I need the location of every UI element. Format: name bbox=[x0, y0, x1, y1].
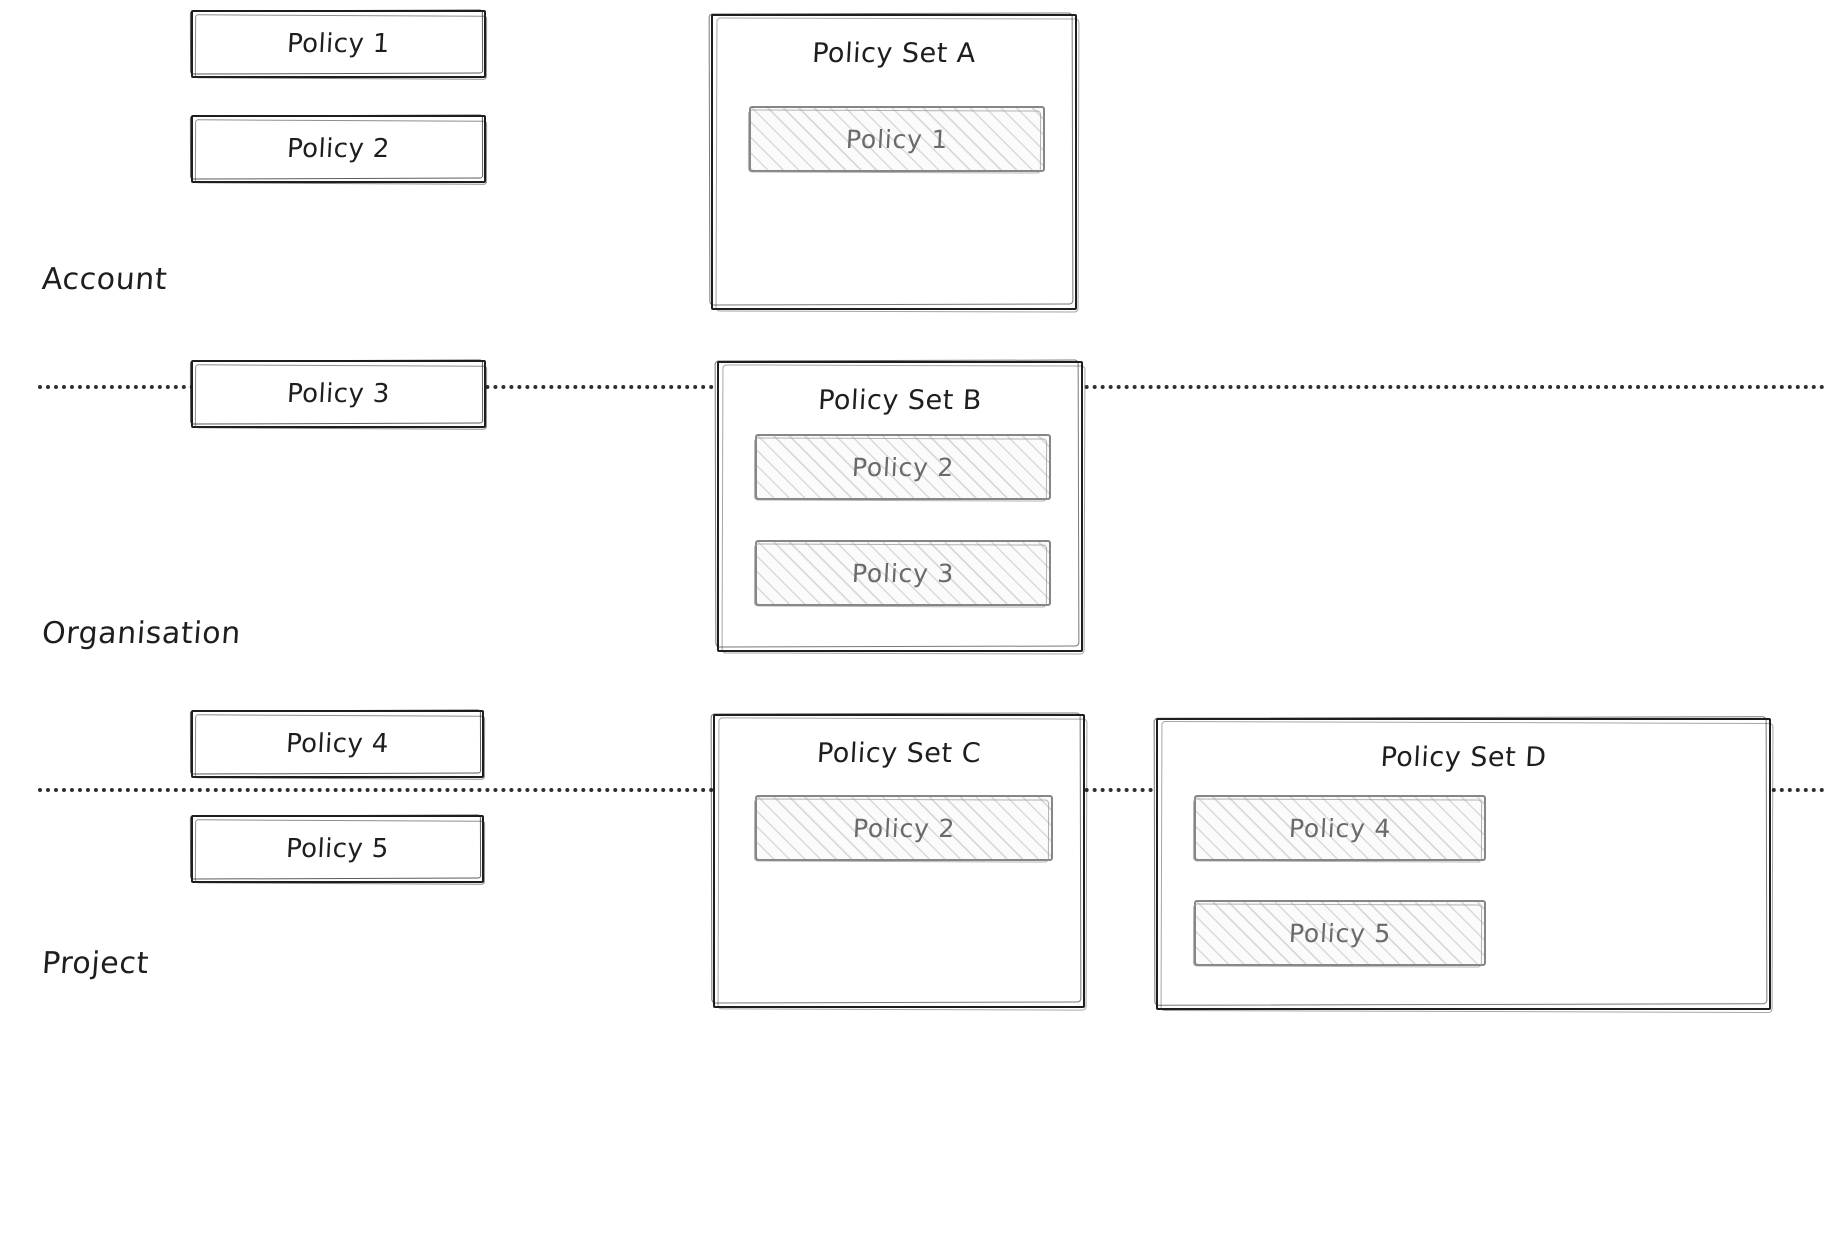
policy-set-title: Policy Set C bbox=[816, 738, 982, 769]
policy-box-policy-5[interactable]: Policy 5 bbox=[191, 815, 484, 883]
policy-chip-label: Policy 2 bbox=[852, 813, 956, 843]
policy-set-d[interactable]: Policy Set D Policy 4 Policy 5 bbox=[1156, 718, 1771, 1010]
policy-chip-label: Policy 2 bbox=[851, 452, 955, 482]
policy-chip-policy-5[interactable]: Policy 5 bbox=[1194, 900, 1486, 966]
policy-box-policy-1[interactable]: Policy 1 bbox=[191, 10, 486, 78]
policy-chip-policy-1[interactable]: Policy 1 bbox=[749, 106, 1045, 172]
policy-box-policy-4[interactable]: Policy 4 bbox=[191, 710, 484, 778]
policy-box-label: Policy 5 bbox=[285, 834, 390, 864]
policy-chip-policy-2[interactable]: Policy 2 bbox=[755, 434, 1051, 500]
policy-chip-policy-4[interactable]: Policy 4 bbox=[1194, 795, 1486, 861]
tier-label-account: Account bbox=[40, 262, 169, 297]
policy-set-title: Policy Set A bbox=[811, 38, 977, 69]
policy-chip-label: Policy 1 bbox=[845, 124, 949, 154]
policy-box-label: Policy 4 bbox=[285, 729, 390, 759]
policy-set-b[interactable]: Policy Set B Policy 2 Policy 3 bbox=[717, 361, 1083, 652]
tier-label-project: Project bbox=[40, 946, 151, 981]
policy-chip-label: Policy 4 bbox=[1288, 813, 1392, 843]
policy-box-label: Policy 2 bbox=[286, 134, 391, 164]
tier-label-organisation: Organisation bbox=[40, 616, 243, 651]
policy-set-a[interactable]: Policy Set A Policy 1 bbox=[711, 14, 1077, 310]
policy-chip-policy-2[interactable]: Policy 2 bbox=[755, 795, 1053, 861]
policy-set-c[interactable]: Policy Set C Policy 2 bbox=[713, 714, 1085, 1008]
policy-box-policy-2[interactable]: Policy 2 bbox=[191, 115, 486, 183]
policy-set-title: Policy Set B bbox=[817, 385, 983, 416]
policy-chip-label: Policy 5 bbox=[1288, 918, 1392, 948]
policy-box-label: Policy 1 bbox=[286, 29, 391, 59]
policy-box-policy-3[interactable]: Policy 3 bbox=[191, 360, 486, 428]
policy-box-label: Policy 3 bbox=[286, 379, 391, 409]
policy-set-title: Policy Set D bbox=[1379, 742, 1548, 773]
policy-chip-label: Policy 3 bbox=[851, 558, 955, 588]
policy-chip-policy-3[interactable]: Policy 3 bbox=[755, 540, 1051, 606]
